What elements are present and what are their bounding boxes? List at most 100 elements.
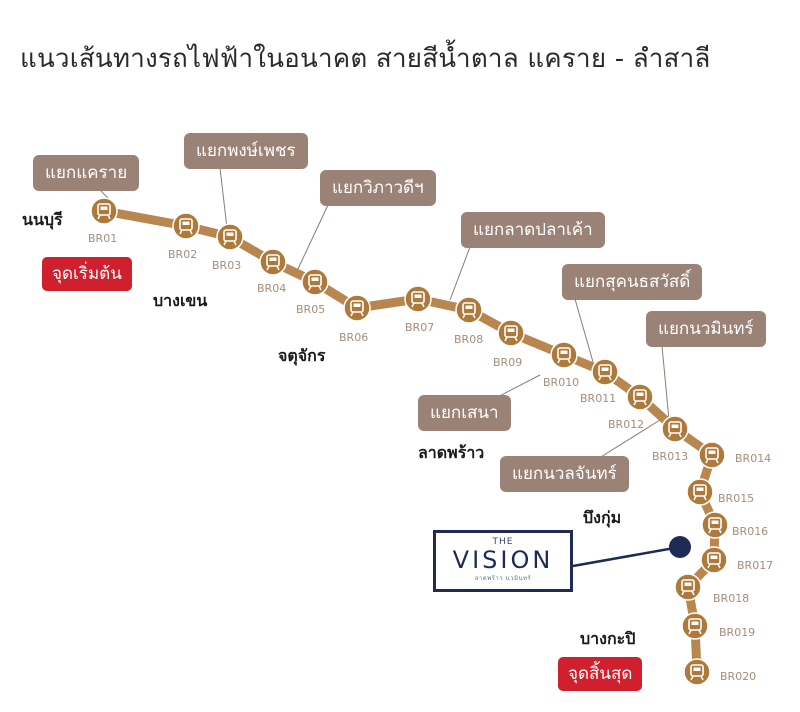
station-marker xyxy=(90,197,118,225)
train-icon xyxy=(707,552,721,569)
station-marker xyxy=(497,319,525,347)
district-lat-phrao: ลาดพร้าว xyxy=(418,443,485,462)
station-br015: BR015 xyxy=(686,478,754,506)
station-code-label: BR010 xyxy=(543,376,579,389)
end-point-badge: จุดสิ้นสุด xyxy=(558,657,643,691)
station-code-label: BR08 xyxy=(454,333,483,346)
station-marker xyxy=(681,612,709,640)
station-marker xyxy=(216,223,244,251)
station-br01: BR01 xyxy=(88,197,118,245)
train-icon xyxy=(705,447,719,464)
station-br012: BR012 xyxy=(608,383,654,431)
district-bueng-kum: บึงกุ่ม xyxy=(583,508,622,527)
station-br019: BR019 xyxy=(681,612,755,640)
train-icon xyxy=(308,274,322,291)
station-code-label: BR02 xyxy=(168,248,197,261)
train-icon xyxy=(462,302,476,319)
logo-name-text: VISION xyxy=(452,546,554,574)
district-bang-khen: บางเขน xyxy=(153,291,208,310)
station-code-label: BR03 xyxy=(212,259,241,272)
station-marker xyxy=(626,383,654,411)
train-icon xyxy=(179,218,193,235)
station-marker xyxy=(698,441,726,469)
the-vision-logo: THE VISION ลาดพร้าว นวมินทร์ xyxy=(433,530,573,592)
train-icon xyxy=(690,664,704,681)
train-icon xyxy=(688,618,702,635)
train-icon xyxy=(223,229,237,246)
station-br014: BR014 xyxy=(698,441,771,469)
station-marker xyxy=(686,478,714,506)
train-icon xyxy=(598,364,612,381)
station-br011: BR011 xyxy=(580,358,619,405)
project-connector-line xyxy=(572,545,681,568)
train-icon xyxy=(668,421,682,438)
train-icon xyxy=(708,517,722,534)
callout-sena: แยกเสนา xyxy=(418,395,511,431)
station-marker xyxy=(701,511,729,539)
station-code-label: BR020 xyxy=(720,670,756,683)
train-icon xyxy=(504,325,518,342)
station-br017: BR017 xyxy=(700,546,773,574)
station-code-label: BR014 xyxy=(735,452,771,465)
station-marker xyxy=(591,358,619,386)
train-icon xyxy=(411,291,425,308)
train-icon xyxy=(266,254,280,271)
station-marker xyxy=(301,268,329,296)
station-code-label: BR012 xyxy=(608,418,644,431)
station-code-label: BR019 xyxy=(719,626,755,639)
station-br06: BR06 xyxy=(339,294,371,344)
logo-sub-text: ลาดพร้าว นวมินทร์ xyxy=(474,575,532,582)
station-marker xyxy=(550,341,578,369)
district-nonthaburi: นนบุรี xyxy=(22,210,63,229)
station-br013: BR013 xyxy=(652,415,689,463)
start-point-badge: จุดเริ่มต้น xyxy=(42,257,132,291)
callout-khae-rai: แยกแคราย xyxy=(33,155,140,191)
station-code-label: BR015 xyxy=(718,492,754,505)
station-marker xyxy=(455,296,483,324)
station-marker xyxy=(172,212,200,240)
station-marker xyxy=(700,546,728,574)
station-code-label: BR011 xyxy=(580,392,616,405)
station-code-label: BR01 xyxy=(88,232,117,245)
station-br02: BR02 xyxy=(168,212,200,261)
district-bang-kapi: บางกะปิ xyxy=(580,629,636,648)
callout-nuan-chan: แยกนวลจันทร์ xyxy=(500,456,629,492)
station-code-label: BR05 xyxy=(296,303,325,316)
station-marker xyxy=(259,248,287,276)
station-br018: BR018 xyxy=(674,573,749,605)
callout-leader-6 xyxy=(661,345,670,421)
logo-the-text: THE xyxy=(492,537,514,547)
project-location-dot xyxy=(669,536,691,558)
station-code-label: BR017 xyxy=(737,559,773,572)
callout-phong-phet: แยกพงษ์เพชร xyxy=(184,133,308,169)
callout-leader-4 xyxy=(449,246,471,301)
train-icon xyxy=(97,203,111,220)
callout-leader-2 xyxy=(219,167,228,229)
station-marker xyxy=(343,294,371,322)
station-marker xyxy=(661,415,689,443)
station-br016: BR016 xyxy=(701,511,768,539)
callout-leader-3 xyxy=(296,204,329,272)
train-icon xyxy=(350,300,364,317)
district-chatuchak: จตุจักร xyxy=(278,346,326,365)
station-code-label: BR013 xyxy=(652,450,688,463)
callout-lat-pla-khao: แยกลาดปลาเค้า xyxy=(461,212,605,248)
station-marker xyxy=(674,573,702,601)
callout-sukhon-sawat: แยกสุคนธสวัสดิ์ xyxy=(562,264,703,300)
station-br07: BR07 xyxy=(404,285,434,334)
station-br09: BR09 xyxy=(493,319,525,369)
station-br04: BR04 xyxy=(257,248,287,295)
callout-leader-5 xyxy=(574,298,594,363)
train-icon xyxy=(681,579,695,596)
station-code-label: BR09 xyxy=(493,356,522,369)
station-br05: BR05 xyxy=(296,268,329,316)
station-br020: BR020 xyxy=(683,658,756,686)
station-code-label: BR06 xyxy=(339,331,368,344)
train-icon xyxy=(633,389,647,406)
station-code-label: BR016 xyxy=(732,525,768,538)
station-marker xyxy=(683,658,711,686)
train-icon xyxy=(693,484,707,501)
station-code-label: BR04 xyxy=(257,282,286,295)
station-code-label: BR07 xyxy=(405,321,434,334)
